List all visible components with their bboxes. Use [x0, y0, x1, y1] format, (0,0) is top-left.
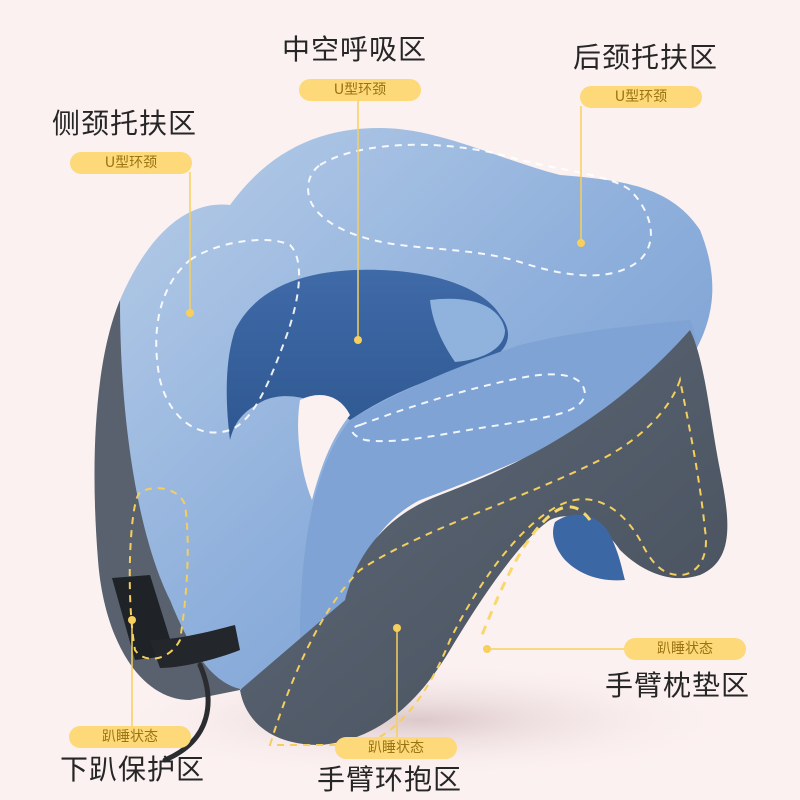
callout-tag-breathing-zone: U型环颈 [299, 79, 421, 101]
callout-title-back-neck-zone: 后颈托扶区 [573, 41, 719, 74]
callout-title-arm-pillow-zone: 手臂枕垫区 [605, 669, 751, 702]
leader-lines [128, 100, 625, 737]
callout-title-arm-hug-zone: 手臂环抱区 [317, 763, 463, 796]
strap [150, 625, 240, 668]
pillow-front-roll [300, 320, 696, 640]
callout-tag-side-neck-zone: U型环颈 [70, 152, 192, 174]
white-stitches [155, 143, 652, 443]
callout-title-side-neck-zone: 侧颈托扶区 [52, 107, 198, 140]
hole-inner-light [430, 298, 505, 362]
callout-tag-back-neck-zone: U型环颈 [580, 86, 702, 108]
buckle-icon [112, 575, 175, 660]
pillow-front-gray-face [240, 330, 728, 745]
pillow-gap [298, 395, 350, 500]
arm-pad-curve [478, 505, 592, 641]
callout-title-face-down-protection: 下趴保护区 [60, 753, 206, 786]
callout-tag-arm-hug-zone: 趴睡状态 [335, 737, 457, 759]
yellow-stitches [128, 376, 707, 746]
callout-title-breathing-zone: 中空呼吸区 [282, 33, 428, 66]
strap-tail [162, 662, 211, 763]
callout-tag-arm-pillow-zone: 趴睡状态 [624, 638, 746, 660]
callout-tag-face-down-protection: 趴睡状态 [69, 726, 191, 748]
pillow-under-arch [553, 514, 625, 581]
